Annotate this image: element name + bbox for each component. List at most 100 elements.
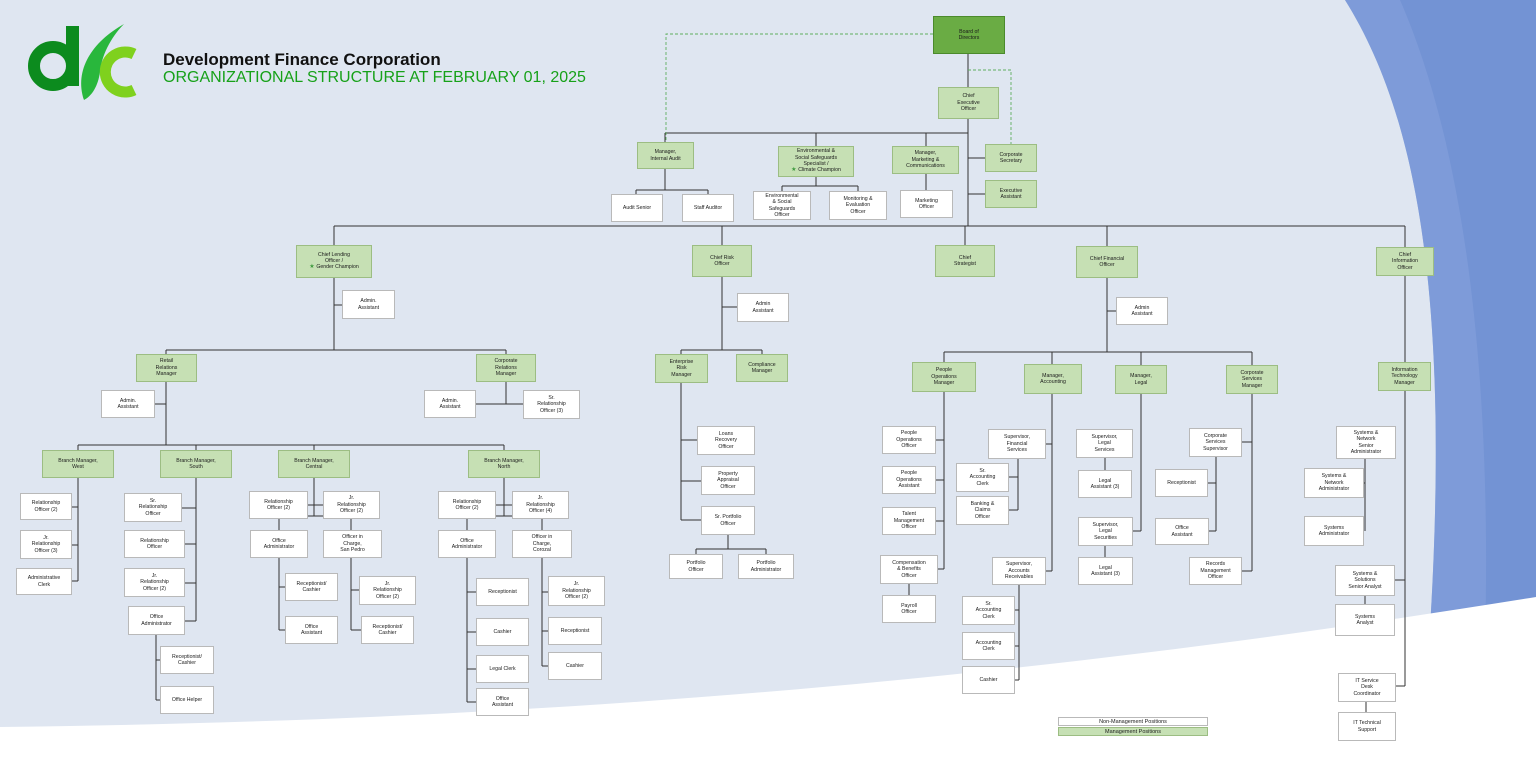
position-title: Chief Executive Officer: [957, 93, 980, 113]
position-title: Sr. Accounting Clerk: [969, 467, 996, 487]
position-title: Receptionist: [560, 627, 590, 634]
position-title: Office Administrator: [263, 537, 295, 550]
position-title: Receptionist/ Cashier: [172, 653, 202, 666]
position-title: Jr. Relationship Officer (2): [562, 581, 591, 601]
position-title: Jr. Relationship Officer (2): [337, 495, 366, 515]
position-title: Admin. Assistant: [357, 298, 380, 311]
position-title: Sr. Relationship Officer (3): [537, 394, 566, 414]
position-corp-svc-mgr: Corporate Services Manager: [1226, 365, 1278, 394]
position-sys-net-senior: Systems & Network Senior Administrator: [1336, 426, 1396, 459]
position-retail-admin: Admin. Assistant: [101, 390, 155, 418]
position-title: Retail Relations Manager: [155, 358, 178, 378]
position-title: Legal Assistant (3): [1091, 564, 1120, 577]
position-north-recep2: Receptionist: [548, 617, 602, 645]
position-mgr-marketing: Manager, Marketing & Communications: [892, 146, 959, 174]
position-title: Corporate Relations Manager: [494, 358, 518, 378]
position-title: Admin. Assistant: [117, 397, 139, 410]
position-title: Environmental & Social Safeguards Office…: [765, 192, 799, 218]
position-corp-svc-sup: Corporate Services Supervisor: [1189, 428, 1242, 457]
position-cro-admin: Admin Assistant: [737, 293, 789, 322]
position-title: Relationship Officer: [140, 537, 169, 550]
position-ceo: Chief Executive Officer: [938, 87, 999, 119]
position-bm-south: Branch Manager, South: [160, 450, 232, 478]
position-monitoring-officer: Monitoring & Evaluation Officer: [829, 191, 887, 220]
position-title: Environmental & Social Safeguards Specia…: [794, 148, 838, 168]
position-title: Manager, Marketing & Communications: [906, 150, 945, 170]
position-banking: Banking & Claims Officer: [956, 496, 1009, 525]
position-north-ro: Relationship Officer (2): [438, 491, 496, 519]
position-south-sro: Sr. Relationship Officer: [124, 493, 182, 522]
position-title: Receptionist: [1167, 479, 1196, 486]
position-title: Jr. Relationship Officer (3): [31, 534, 61, 554]
position-north-asst: Office Assistant: [476, 688, 529, 716]
position-title: Chief Financial Officer: [1089, 255, 1125, 268]
position-title: Supervisor, Legal Services: [1091, 433, 1118, 453]
position-title: Sr. Accounting Clerk: [975, 600, 1002, 620]
position-legal-asst2: Legal Assistant (3): [1078, 557, 1133, 585]
position-title: Banking & Claims Officer: [970, 500, 995, 520]
position-title: Admin Assistant: [752, 301, 774, 314]
position-board: Board of Directors: [933, 16, 1005, 54]
position-title: Office Helper: [171, 696, 203, 703]
position-title: Chief Information Officer: [1392, 251, 1418, 271]
position-cio: Chief Information Officer: [1376, 247, 1434, 276]
position-south-ro: Relationship Officer: [124, 530, 185, 558]
position-env-specialist: Environmental & Social Safeguards Specia…: [778, 146, 854, 177]
position-cfo-admin: Admin Assistant: [1116, 297, 1168, 325]
position-title: Office Administrator: [451, 537, 483, 550]
position-title: Relationship Officer (2): [264, 498, 293, 511]
position-portfolio-admin: Portfolio Administrator: [738, 554, 794, 579]
position-loans-recovery: Loans Recovery Officer: [697, 426, 755, 455]
position-title: Relationship Officer (2): [452, 498, 482, 511]
champion-label: Gender Champion: [316, 264, 359, 271]
position-central-oa: Office Administrator: [250, 530, 308, 558]
position-title: Marketing Officer: [915, 197, 938, 210]
position-title: Manager, Accounting: [1040, 372, 1066, 385]
position-marketing-officer: Marketing Officer: [900, 190, 953, 218]
position-title: Systems & Network Senior Administrator: [1350, 429, 1382, 455]
position-south-oa: Office Administrator: [128, 606, 185, 635]
position-title: Enterprise Risk Manager: [669, 358, 694, 378]
position-title: Receptionist: [488, 588, 517, 595]
position-audit-senior: Audit Senior: [611, 194, 663, 222]
position-sys-analyst: Systems Analyst: [1335, 604, 1395, 636]
position-cfo: Chief Financial Officer: [1076, 246, 1138, 278]
position-title: Corporate Services Manager: [1240, 369, 1264, 389]
position-title: People Operations Manager: [931, 367, 957, 387]
position-sr-portfolio: Sr. Portfolio Officer: [701, 506, 755, 535]
position-title: Office Assistant: [491, 695, 514, 708]
position-central-ro: Relationship Officer (2): [249, 491, 308, 519]
position-title: People Operations Officer: [896, 430, 922, 450]
position-corp-asst: Office Assistant: [1155, 518, 1209, 545]
page-subtitle: ORGANIZATIONAL STRUCTURE AT FEBRUARY 01,…: [163, 69, 586, 86]
position-sup-legal-svc: Supervisor, Legal Services: [1076, 429, 1133, 458]
position-staff-auditor: Staff Auditor: [682, 194, 734, 222]
position-title: Payroll Officer: [901, 602, 917, 615]
position-title: Jr. Relationship Officer (2): [373, 580, 402, 600]
position-sys-net-admin: Systems & Network Administrator: [1304, 468, 1364, 498]
position-corp-rel-sro: Sr. Relationship Officer (3): [523, 390, 580, 419]
position-legal-asst1: Legal Assistant (3): [1078, 470, 1132, 498]
position-corp-secretary: Corporate Secretary: [985, 144, 1037, 172]
position-title: Supervisor, Accounts Receivables: [1004, 561, 1034, 581]
position-bm-north: Branch Manager, North: [468, 450, 540, 478]
position-title: Administrative Clerk: [27, 575, 61, 588]
star-icon: ★: [791, 167, 799, 174]
position-title: Portfolio Officer: [686, 560, 706, 573]
position-title: Systems Administrator: [1318, 524, 1350, 537]
position-sup-legal-sec: Supervisor, Legal Securities: [1078, 517, 1133, 546]
position-title: Branch Manager, South: [176, 457, 216, 470]
position-title: Monitoring & Evaluation Officer: [843, 195, 873, 215]
position-title: Branch Manager, North: [484, 457, 524, 470]
position-title: Jr. Relationship Officer (2): [140, 572, 169, 592]
position-title: Portfolio Administrator: [750, 560, 782, 573]
position-erm: Enterprise Risk Manager: [655, 354, 708, 383]
position-central-asst: Office Assistant: [285, 616, 338, 644]
position-acc-clerk: Accounting Clerk: [962, 632, 1015, 660]
position-talent: Talent Management Officer: [882, 507, 936, 535]
position-title: Receptionist/ Cashier: [372, 623, 403, 636]
position-title: Board of Directors: [958, 28, 980, 41]
position-title: Talent Management Officer: [893, 511, 925, 531]
position-cro: Chief Risk Officer: [692, 245, 752, 277]
position-it-mgr: Information Technology Manager: [1378, 362, 1431, 391]
